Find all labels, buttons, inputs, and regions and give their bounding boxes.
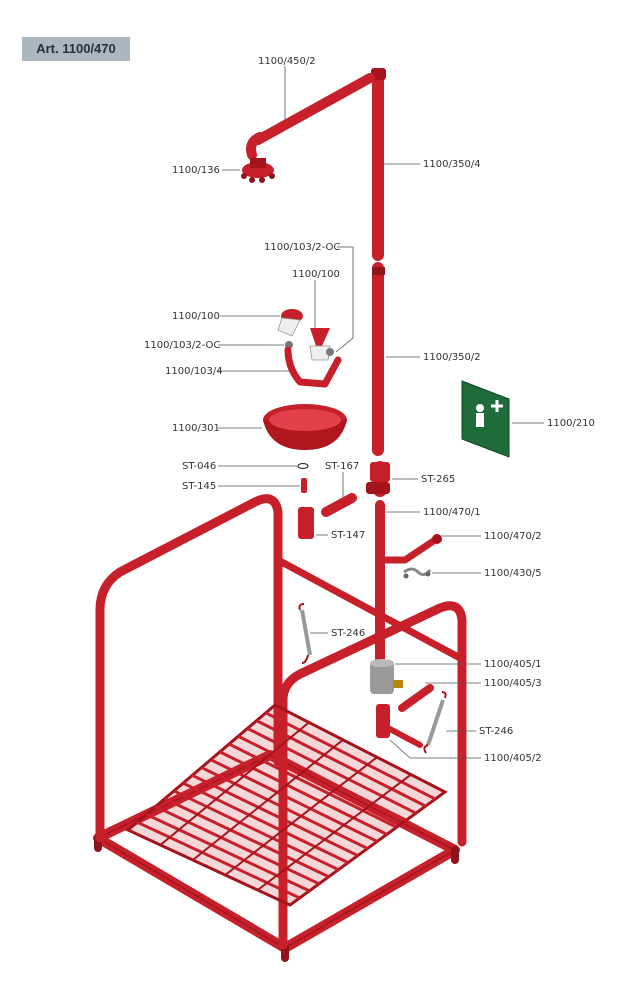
tee-junction [370,462,390,482]
grating-bar [200,766,369,850]
eyewash-nozzle-right [309,328,331,361]
label-st-246-right: ST-246 [479,726,513,737]
label-1100-100-left: 1100/100 [172,311,220,322]
side-arm [378,536,439,564]
label-1100-470-1: 1100/470/1 [423,507,481,518]
grating-crossbar [192,739,344,861]
grating-bar [265,711,436,801]
label-st-147: ST-147 [331,530,365,541]
shower-column [371,68,387,665]
shower-arm [246,73,375,160]
label-1100-350-4: 1100/350/4 [423,159,481,170]
tee-fitting [298,507,314,539]
label-1100-136: 1100/136 [172,165,220,176]
grating-bar [145,813,311,893]
grating-bar [246,727,417,815]
label-st-167: ST-167 [325,461,359,472]
short-pipe [321,493,357,517]
cross-icon [491,400,503,412]
seal-ring [297,462,309,470]
grating-bar [154,805,320,886]
label-1100-100-top: 1100/100 [292,269,340,280]
valve-lever [398,684,434,712]
label-1100-103-4: 1100/103/4 [165,366,223,377]
person-icon [476,404,484,412]
grating-bar [255,719,427,808]
spring-right [423,691,447,754]
valve-pipe-stub [376,704,390,738]
platform-frame [93,494,467,962]
grating-crossbar [224,756,378,876]
label-st-145: ST-145 [182,481,216,492]
grating-bar [182,781,349,864]
floor-grating [125,703,448,907]
label-st-046: ST-046 [182,461,216,472]
grating-bar [210,758,378,843]
label-st-265: ST-265 [421,474,455,485]
part-labels: 1100/450/2 1100/136 1100/350/4 1100/103/… [144,56,595,764]
grating-bar [164,797,330,879]
label-1100-450-2: 1100/450/2 [258,56,316,67]
leader-lines [218,66,544,759]
small-pin [301,478,307,493]
connector-fitting-right [326,348,334,356]
label-1100-405-1: 1100/405/1 [484,659,542,670]
eyewash-bowl [263,404,347,450]
ball-valve [370,659,403,694]
grating-crossbar [159,721,310,846]
label-1100-301: 1100/301 [172,423,220,434]
label-1100-350-2: 1100/350/2 [423,352,481,363]
grating-bar [228,742,398,829]
grating-bar [136,820,301,900]
label-1100-103-2-oc-top: 1100/103/2-OC [264,242,340,253]
label-1100-210: 1100/210 [547,418,595,429]
label-1100-470-2: 1100/470/2 [484,531,542,542]
grating-bar [237,734,407,822]
grating-bar [173,789,340,872]
grating-crossbar [256,773,412,891]
eyewash-nozzle-left [277,309,303,337]
emergency-sign [461,380,510,458]
pipe-clamp [403,567,432,579]
label-1100-405-2: 1100/405/2 [484,753,542,764]
grating-bar [219,750,388,836]
shower-head [241,158,275,183]
label-1100-103-2-oc-left: 1100/103/2-OC [144,340,220,351]
label-st-246-left: ST-246 [331,628,365,639]
label-1100-405-3: 1100/405/3 [484,678,542,689]
grating-bar [191,773,359,857]
spring-left [298,603,312,664]
eyewash-supply-pipe [284,346,342,388]
label-1100-430-5: 1100/430/5 [484,568,542,579]
article-badge: Art. 1100/470 [22,37,130,61]
